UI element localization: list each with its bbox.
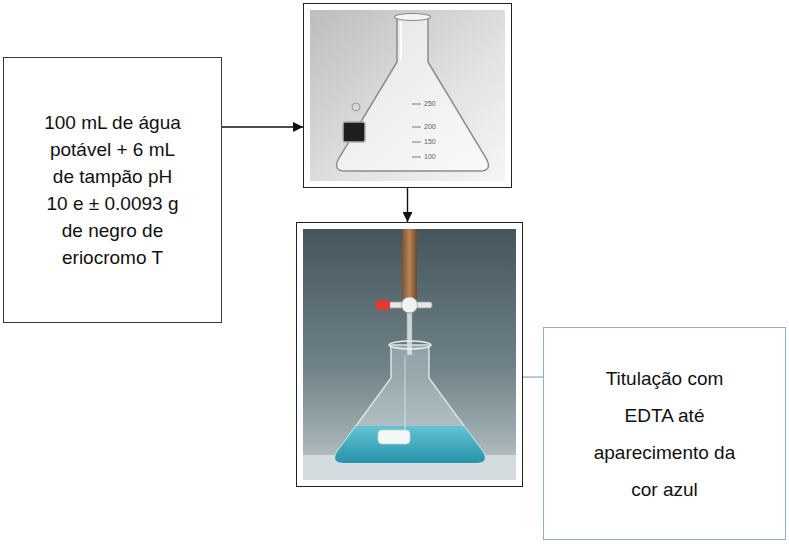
glass-highlight bbox=[400, 22, 402, 60]
graduation-tick bbox=[412, 142, 421, 143]
graduation-tick bbox=[412, 157, 421, 158]
titration-photo bbox=[303, 229, 516, 480]
photo-background bbox=[303, 229, 516, 480]
connector-line bbox=[523, 377, 543, 378]
sample-box: 100 mL de água potável + 6 mL de tampão … bbox=[3, 57, 222, 323]
text-wrap: 100 mL de água potável + 6 mL de tampão … bbox=[42, 109, 184, 271]
graduation-tick bbox=[412, 104, 421, 105]
flask-lip bbox=[389, 341, 431, 349]
writing-patch bbox=[343, 122, 365, 142]
flow-arrow bbox=[407, 188, 408, 222]
erlenmeyer-flask bbox=[337, 17, 489, 171]
flask-photo-frame: 250 200 150 100 bbox=[303, 3, 512, 188]
maker-logo bbox=[352, 103, 360, 111]
flow-arrow bbox=[222, 126, 303, 127]
box-text: Titulação com EDTA até aparecimento da c… bbox=[589, 360, 741, 508]
stopcock-body bbox=[402, 297, 418, 313]
graduation-mark: 150 bbox=[424, 138, 436, 145]
glass-highlight bbox=[405, 356, 406, 430]
graduation-mark: 100 bbox=[424, 153, 436, 160]
step-box: Titulação com EDTA até aparecimento da c… bbox=[543, 327, 786, 540]
graduation-tick bbox=[412, 127, 421, 128]
flask-lip bbox=[395, 14, 431, 21]
graduation-mark: 200 bbox=[424, 123, 436, 130]
photo-background bbox=[310, 10, 505, 181]
graduation-mark: 250 bbox=[424, 100, 436, 107]
erlenmeyer-flask bbox=[335, 345, 485, 463]
flask-photo bbox=[310, 10, 505, 181]
stopcock-handle bbox=[376, 300, 390, 310]
blue-solution bbox=[335, 426, 485, 463]
stir-bar bbox=[378, 430, 410, 444]
box-text: 100 mL de água potável + 6 mL de tampão … bbox=[42, 109, 184, 271]
titration-photo-frame bbox=[296, 222, 523, 487]
burette bbox=[402, 229, 417, 299]
text-wrap: Titulação com EDTA até aparecimento da c… bbox=[589, 360, 741, 508]
